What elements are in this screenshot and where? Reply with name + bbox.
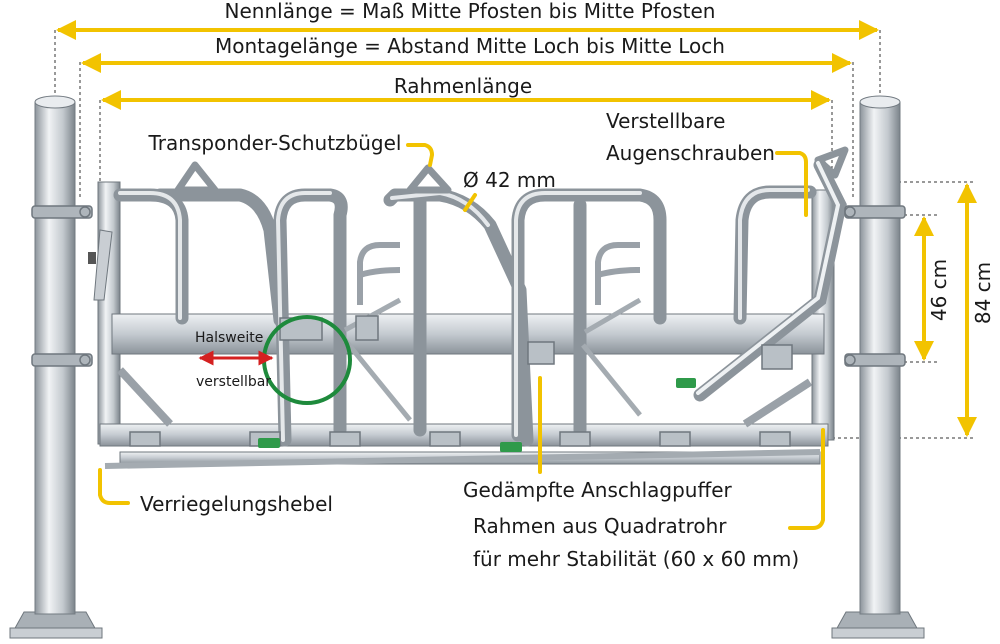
frame-material-label-line2: für mehr Stabilität (60 x 60 mm) bbox=[473, 547, 799, 571]
leader-lines bbox=[98, 143, 825, 530]
post-clamps bbox=[31, 205, 906, 367]
gate-tubes-highlight bbox=[118, 188, 810, 442]
transponder-guard-label: Transponder-Schutzbügel bbox=[148, 131, 402, 155]
height-46-label: 46 cm bbox=[927, 259, 951, 321]
feed-loops bbox=[357, 242, 641, 305]
barrier-frame bbox=[97, 181, 835, 465]
inner-rods bbox=[343, 297, 642, 422]
frame-material-label-line1: Rahmen aus Quadratrohr bbox=[473, 514, 727, 538]
mounting-length-label: Montagelänge = Abstand Mitte Loch bis Mi… bbox=[215, 34, 725, 58]
tube-diameter-label: Ø 42 mm bbox=[463, 168, 556, 192]
neck-width-label-line2: verstellbar bbox=[196, 374, 271, 390]
damped-buffer-label: Gedämpfte Anschlagpuffer bbox=[463, 478, 733, 502]
right-post bbox=[831, 95, 925, 639]
swivel-gate-highlight bbox=[696, 161, 841, 395]
locking-lever-label: Verriegelungshebel bbox=[140, 492, 333, 516]
locking-lever bbox=[88, 229, 113, 301]
neck-width-label-line1: Halsweite bbox=[195, 330, 263, 346]
eye-bolts-label-line1: Verstellbare bbox=[606, 109, 725, 133]
locking-rod bbox=[104, 449, 821, 469]
nominal-length-label: Nennlänge = Maß Mitte Pfosten bis Mitte … bbox=[225, 0, 716, 23]
damped-buffers bbox=[258, 378, 696, 452]
eye-bolts-label-line2: Augenschrauben bbox=[606, 141, 775, 165]
hinge-brackets bbox=[129, 315, 793, 447]
left-post bbox=[9, 95, 103, 639]
height-84-label: 84 cm bbox=[971, 262, 995, 324]
frame-length-label: Rahmenlänge bbox=[394, 74, 532, 98]
